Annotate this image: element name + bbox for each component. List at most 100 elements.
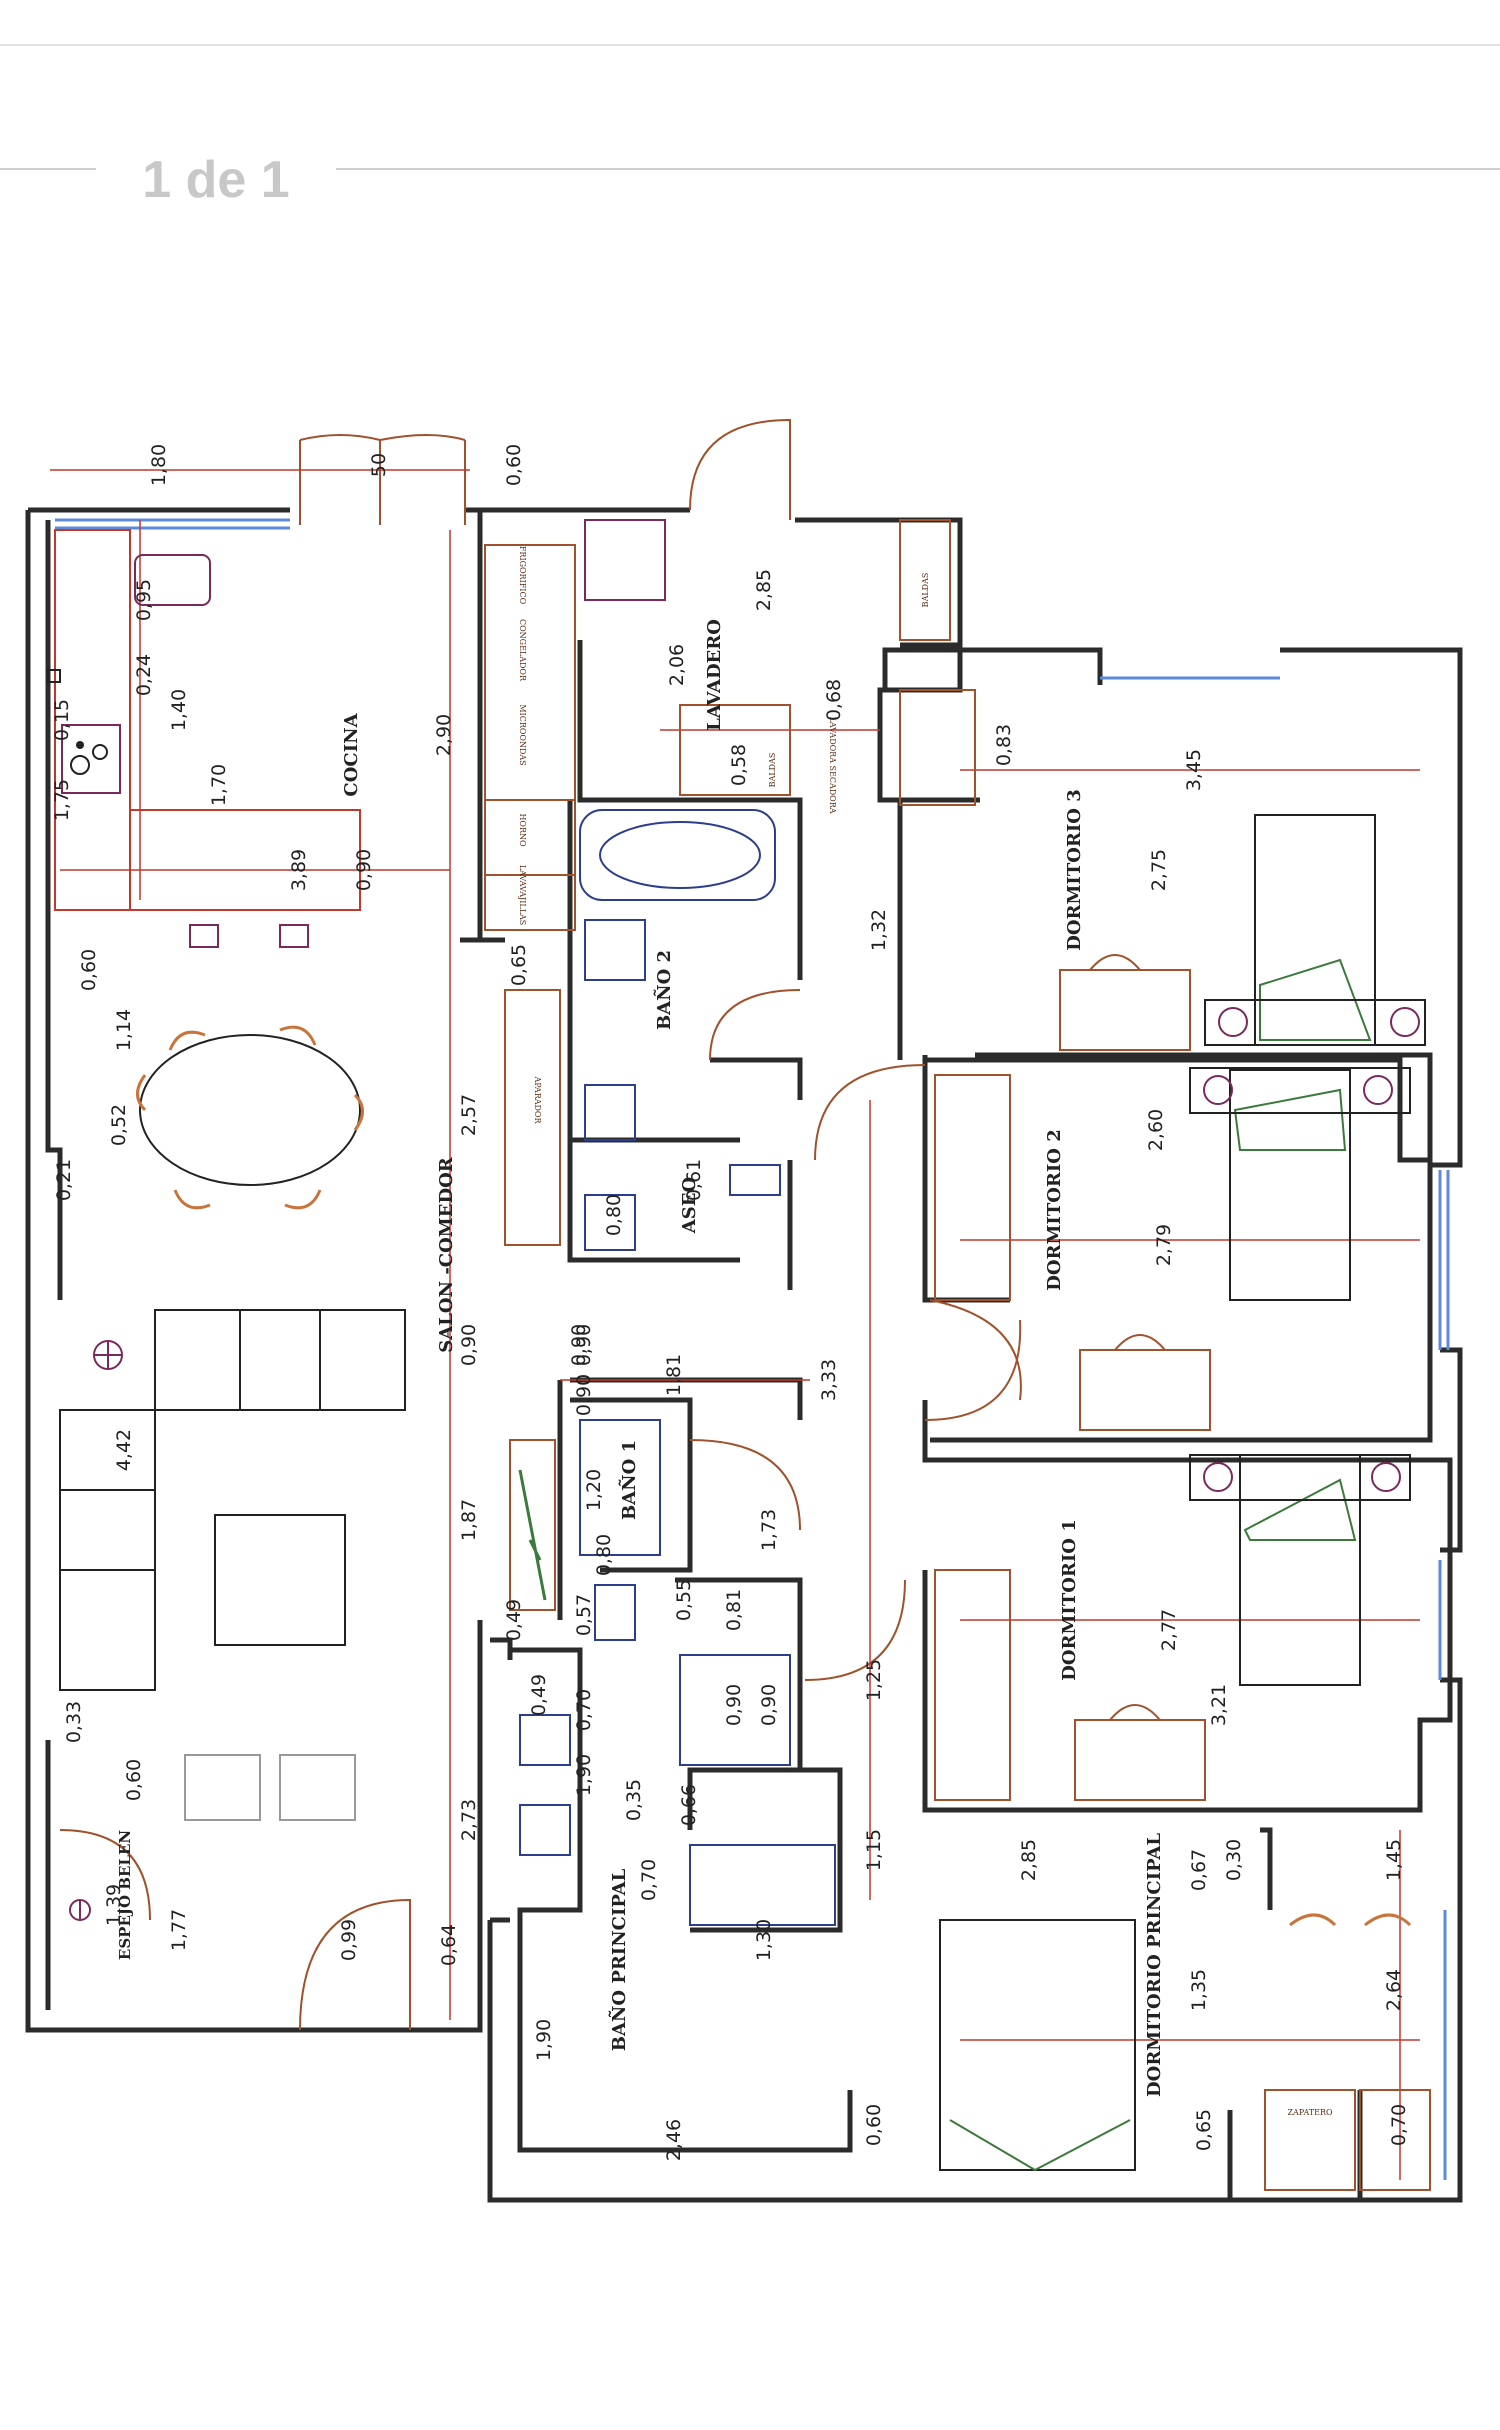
label-dormitorio2: DORMITORIO 2 bbox=[1044, 1129, 1065, 1291]
lbl-zapatero: ZAPATERO bbox=[1287, 2108, 1333, 2117]
dimension-label: 0,58 bbox=[728, 744, 750, 786]
label-dormitorio-principal: DORMITORIO PRINCIPAL bbox=[1144, 1833, 1165, 2097]
dimension-label: 1,32 bbox=[868, 909, 890, 951]
bath2-east bbox=[710, 880, 803, 1290]
tv-plant bbox=[518, 1469, 547, 1601]
label-salon: SALON -COMEDOR bbox=[436, 1156, 457, 1352]
dimension-label: 2,64 bbox=[1383, 1969, 1405, 2011]
dimension-label: 2,57 bbox=[458, 1094, 480, 1136]
dimension-label: 0,80 bbox=[593, 1534, 615, 1576]
outer-wall-left-inner bbox=[45, 520, 63, 2010]
dimension-label: 3,89 bbox=[288, 849, 310, 891]
dimension-label: 0,90 bbox=[573, 1374, 595, 1416]
label-bano-principal: BAÑO PRINCIPAL bbox=[607, 1868, 630, 2051]
aseo-toilet bbox=[584, 1194, 636, 1251]
hob-icon bbox=[61, 724, 121, 794]
window-dorm-right bbox=[1438, 1170, 1450, 1350]
dimension-label: 0,64 bbox=[438, 1924, 460, 1966]
dimension-label: 3,33 bbox=[818, 1359, 840, 1401]
lbl-frigorifico: FRIGORIFICO bbox=[518, 546, 527, 605]
label-bano2: BAÑO 2 bbox=[652, 950, 675, 1030]
main-bath-walls bbox=[510, 1647, 853, 2153]
outer-wall-left bbox=[25, 510, 290, 2033]
doors bbox=[59, 418, 1022, 2031]
main-bath-sink1 bbox=[519, 1714, 571, 1766]
dimension-label: 2,90 bbox=[433, 714, 455, 756]
door-dorm2b bbox=[924, 1319, 1022, 1421]
dining-chairs bbox=[136, 1025, 364, 1210]
aseo-sink bbox=[729, 1164, 781, 1196]
outer-wall-bottom-right bbox=[487, 1920, 1463, 2203]
dimension-label: 0,30 bbox=[1223, 1839, 1245, 1881]
bath1-shower bbox=[579, 1419, 661, 1556]
sideboard bbox=[504, 989, 561, 1246]
kitchen-fixtures bbox=[47, 519, 951, 948]
dorm1-walls bbox=[922, 1457, 1453, 1813]
dimension-label: 1,40 bbox=[168, 689, 190, 731]
dimension-label: 1,81 bbox=[663, 1354, 685, 1396]
dimension-label: 0,52 bbox=[108, 1104, 130, 1146]
dimension-label: 0,90 bbox=[458, 1324, 480, 1366]
dimension-label: 0,90 bbox=[723, 1684, 745, 1726]
lbl-congelador: CONGELADOR bbox=[518, 619, 527, 682]
page-counter: 1 de 1 bbox=[96, 140, 336, 220]
dimension-label: 0,33 bbox=[63, 1701, 85, 1743]
top-divider bbox=[0, 44, 1500, 46]
corridor-east bbox=[922, 1055, 1060, 1463]
dimension-label: 2,60 bbox=[1145, 1109, 1167, 1151]
furniture-labels: APARADOR BALDAS BALDAS LAVADORA SECADORA… bbox=[518, 546, 1333, 2117]
dimension-label: 2,85 bbox=[753, 569, 775, 611]
dimension-label: 1,14 bbox=[113, 1009, 135, 1051]
dining-table bbox=[136, 1025, 364, 1210]
bathtub-basin bbox=[599, 821, 761, 889]
dimension-label: 0,65 bbox=[508, 944, 530, 986]
tv-unit bbox=[509, 1439, 556, 1611]
bed-dorm2 bbox=[1189, 1067, 1411, 1301]
dimension-label: 1,73 bbox=[758, 1509, 780, 1551]
dimension-label: 0,81 bbox=[723, 1589, 745, 1631]
bath-fixtures bbox=[519, 809, 836, 1926]
dimension-label: 2,75 bbox=[1148, 849, 1170, 891]
dimension-label: 1,70 bbox=[208, 764, 230, 806]
lbl-lavadora: LAVADORA SECADORA bbox=[828, 716, 837, 813]
bath1-walls bbox=[570, 1397, 693, 1573]
main-bath-sink2 bbox=[519, 1804, 571, 1856]
dimension-label: 2,77 bbox=[1158, 1609, 1180, 1651]
sofa bbox=[59, 1309, 406, 1691]
dimension-label: 2,46 bbox=[663, 2119, 685, 2161]
dimension-label: 3,21 bbox=[1208, 1684, 1230, 1726]
door-bath2 bbox=[709, 989, 801, 1061]
bed-dorm1 bbox=[1189, 1454, 1411, 1686]
kitchen-counter-top bbox=[54, 529, 131, 911]
dimension-label: 0,95 bbox=[133, 579, 155, 621]
living-east-wall bbox=[490, 1637, 513, 1923]
dimension-label: 1,87 bbox=[458, 1499, 480, 1541]
dimension-label: 0,90 bbox=[568, 1324, 590, 1366]
outer-wall-right-low bbox=[1440, 1677, 1463, 2180]
dimension-label: 1,20 bbox=[583, 1469, 605, 1511]
entrance-wall bbox=[290, 1620, 483, 2033]
door-balcony bbox=[299, 434, 466, 525]
dimension-label: 1,45 bbox=[1383, 1839, 1405, 1881]
dimension-label: 1,35 bbox=[1188, 1969, 1210, 2011]
bar-stools bbox=[189, 924, 309, 948]
door-dorm3 bbox=[814, 1064, 926, 1161]
dimension-label: 0,80 bbox=[603, 1194, 625, 1236]
bath-shower-main bbox=[689, 1844, 836, 1926]
bath2-sink bbox=[584, 919, 646, 981]
dimension-label: 0,21 bbox=[53, 1159, 75, 1201]
door-corridor-a bbox=[929, 1299, 1022, 1401]
lbl-aparador: APARADOR bbox=[533, 1076, 542, 1125]
dimension-label: 0,67 bbox=[1188, 1849, 1210, 1891]
dimension-label: 0,70 bbox=[573, 1689, 595, 1731]
label-aseo: ASEO bbox=[679, 1177, 700, 1234]
dimension-lines bbox=[50, 469, 1420, 2180]
label-cocina: COCINA bbox=[341, 712, 362, 796]
door-espejo bbox=[59, 1829, 151, 1921]
label-bano1: BAÑO 1 bbox=[617, 1440, 640, 1520]
label-lavadero: LAVADERO bbox=[704, 619, 725, 731]
ottomans bbox=[184, 1754, 356, 1821]
dimension-label: 0,24 bbox=[133, 654, 155, 696]
dimension-label: 2,73 bbox=[458, 1799, 480, 1841]
label-dormitorio3: DORMITORIO 3 bbox=[1064, 789, 1085, 951]
